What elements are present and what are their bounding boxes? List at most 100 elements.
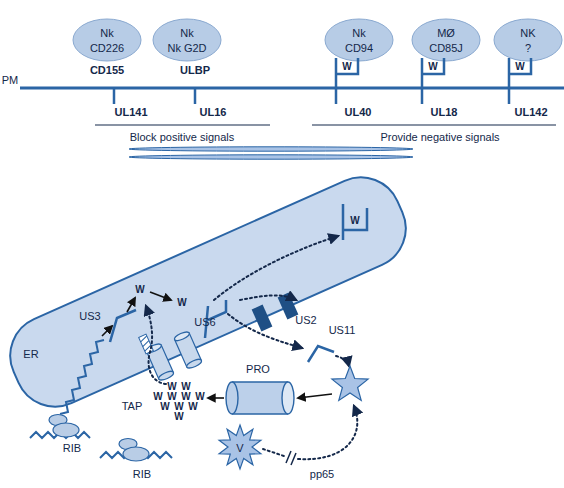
proteasome-outline: [232, 382, 288, 414]
membrane-fragment: [129, 155, 413, 159]
node-text: MØ: [437, 27, 455, 39]
text-label: US3: [79, 310, 100, 322]
text-label: W: [160, 401, 169, 412]
text-label: ULBP: [180, 64, 210, 76]
dotted-route: [298, 406, 357, 459]
node-shape: [411, 18, 481, 62]
cell-receptor-ellipse: NkCD94: [324, 18, 394, 62]
tap-transporter: [173, 330, 202, 369]
mhc-class-one: [343, 204, 367, 240]
text-label: W: [350, 215, 359, 226]
node-text: V: [236, 442, 243, 454]
proteasome-end: [226, 382, 238, 414]
us2-us11-block: [252, 305, 273, 332]
text-label: W: [167, 391, 176, 402]
text-label: UL142: [514, 106, 547, 118]
cell-ellipse: [325, 19, 393, 61]
mhc-like-protein: [336, 58, 358, 104]
node-shape: [493, 18, 563, 62]
node-text: Nk: [100, 27, 113, 39]
mhc-like-protein: [509, 58, 531, 104]
proteasome-body: [232, 382, 288, 414]
cell-receptor-ellipse: NkCD226: [72, 18, 142, 62]
text-label: W: [428, 61, 437, 72]
text-label: W: [195, 391, 204, 402]
cell-receptor-ellipse: NK?: [493, 18, 563, 62]
virus-node: V: [216, 425, 264, 469]
virus-burst: [219, 425, 261, 469]
cell-ellipse: [153, 19, 221, 61]
node-text: PRO: [246, 363, 270, 375]
tap-cylinder-end: [186, 358, 203, 370]
text-label: UL141: [114, 106, 147, 118]
text-label: RIB: [63, 442, 81, 454]
plasma-membrane: [20, 87, 564, 90]
protein-stem: [113, 88, 116, 104]
text-label: W: [181, 391, 190, 402]
nascent-polypeptide: [60, 340, 104, 414]
node-text: ER: [23, 348, 38, 360]
node-text: ?: [525, 42, 531, 54]
dotted-route: [240, 295, 296, 300]
mhc-like-protein: [422, 58, 444, 104]
process-arrow: [150, 292, 171, 300]
node-text: CD85J: [429, 42, 463, 54]
text-label: TAP: [122, 400, 143, 412]
ribosome-subunit: [123, 447, 149, 461]
node-text: CD226: [90, 42, 124, 54]
node-shape: [72, 18, 142, 62]
text-label: W: [515, 61, 524, 72]
proteasome-end: [282, 382, 294, 414]
text-label: UL40: [345, 106, 372, 118]
text-label: RIB: [133, 468, 151, 480]
break-mark: [286, 451, 296, 465]
text-label: W: [135, 284, 144, 295]
er-outline: [0, 165, 419, 420]
text-label: W: [153, 391, 162, 402]
process-arrow: [102, 326, 112, 336]
text-label: PM: [2, 74, 19, 86]
text-label: W: [174, 401, 183, 412]
node-text: Nk: [352, 27, 365, 39]
text-label: US11: [329, 324, 356, 336]
heavy-chain: [110, 310, 136, 342]
node-text: Nk G2D: [167, 42, 206, 54]
text-label: Block positive signals: [130, 131, 235, 143]
tap-cylinder-end: [173, 330, 190, 342]
process-arrow: [208, 397, 224, 399]
text-label: W: [167, 381, 176, 392]
node-shape: [324, 18, 394, 62]
text-label: US6: [194, 316, 215, 328]
cell-receptor-ellipse: Nk Nk G2D: [152, 18, 222, 62]
tap-cylinder-end: [158, 370, 175, 382]
text-label: W: [177, 297, 186, 308]
antigen-star: [332, 366, 368, 400]
bracket-line: [312, 124, 556, 125]
dotted-route: [336, 356, 349, 366]
cell-ellipse: [412, 19, 480, 61]
text-label: US2: [295, 314, 316, 326]
node-text: CD94: [345, 42, 373, 54]
dotted-route: [263, 449, 284, 456]
node-text: Nk: [180, 27, 193, 39]
membrane-fragment: [129, 147, 413, 151]
text-label: W: [342, 61, 351, 72]
process-arrow: [298, 394, 332, 398]
text-label: UL16: [200, 106, 227, 118]
node-text: NK: [520, 27, 535, 39]
text-label: Provide negative signals: [380, 131, 499, 143]
text-label: W: [181, 381, 190, 392]
protein-stem: [194, 88, 197, 104]
dotted-route: [228, 314, 302, 348]
process-arrow: [127, 298, 135, 312]
ribosome-subunit: [53, 423, 79, 437]
dotted-route: [214, 236, 338, 300]
cell-ellipse: [73, 19, 141, 61]
node-shape: [152, 18, 222, 62]
cell-ellipse: [494, 19, 562, 61]
dotted-route: [146, 306, 166, 384]
